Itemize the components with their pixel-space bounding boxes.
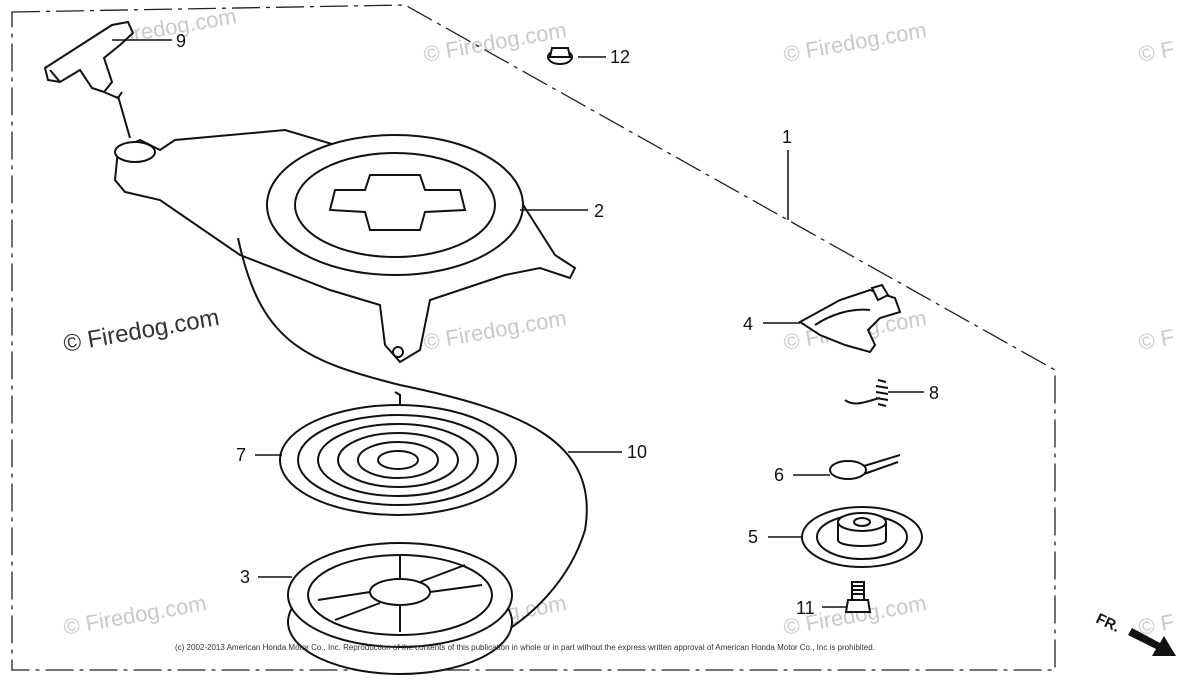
assembly-boundary xyxy=(11,4,1056,671)
friction-clip xyxy=(829,454,901,480)
copyright-notice: (c) 2002-2013 American Honda Motor Co., … xyxy=(175,643,875,652)
setting-bolt xyxy=(844,581,872,613)
watermark: © Firedog.com xyxy=(422,17,569,67)
fr-label: FR. xyxy=(1093,610,1122,636)
starter-case xyxy=(113,128,577,364)
ratchet xyxy=(798,283,902,354)
callout-1: 1 xyxy=(782,127,792,147)
callout-3: 3 xyxy=(240,567,250,587)
callout-5: 5 xyxy=(748,527,758,547)
starter-rope xyxy=(237,237,588,641)
callout-7: 7 xyxy=(236,445,246,465)
watermarks: © Firedog.com © Firedog.com © Firedog.co… xyxy=(61,3,1176,640)
callout-6: 6 xyxy=(774,465,784,485)
friction-plate xyxy=(801,506,923,568)
watermark: © Firedog.com xyxy=(62,590,209,640)
callout-10: 10 xyxy=(627,442,647,462)
callout-9: 9 xyxy=(176,31,186,51)
callout-12: 12 xyxy=(610,47,630,67)
watermark: © Firedog.com xyxy=(422,305,569,355)
watermark-edge: © F xyxy=(1137,36,1177,67)
callout-4: 4 xyxy=(743,314,753,334)
watermark-edge: © F xyxy=(1137,324,1177,355)
recoil-spring xyxy=(279,391,517,516)
starter-grip xyxy=(43,20,135,139)
recoil-reel xyxy=(287,542,513,675)
ratchet-spring xyxy=(844,379,889,407)
leader-lines xyxy=(112,39,924,608)
watermark-dark: © Firedog.com xyxy=(61,304,221,358)
callout-11: 11 xyxy=(796,598,815,618)
flange-nut xyxy=(547,47,573,65)
callout-2: 2 xyxy=(594,201,604,221)
arrow-icon xyxy=(1128,628,1176,656)
watermark: © Firedog.com xyxy=(782,17,929,67)
callout-8: 8 xyxy=(929,383,939,403)
